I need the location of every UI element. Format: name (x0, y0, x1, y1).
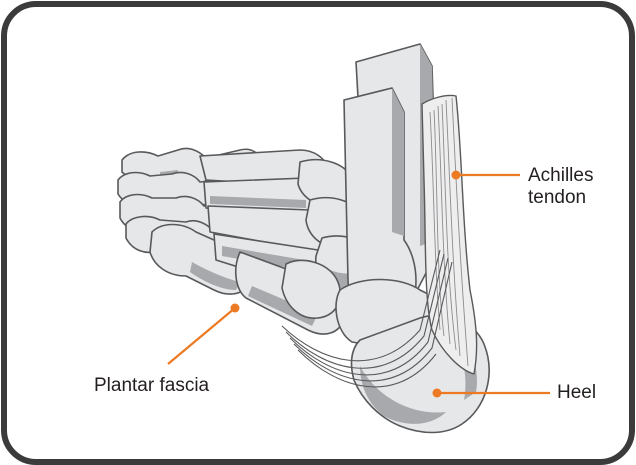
achilles-tendon-label: Achilles tendon (528, 165, 593, 209)
achilles-label-line1: Achilles (528, 165, 593, 187)
plantar-pointer-dot (231, 304, 240, 313)
plantar-fascia-label: Plantar fascia (94, 375, 209, 397)
heel-label: Heel (557, 382, 596, 404)
heel-pointer-dot (433, 389, 442, 398)
achilles-pointer-dot (452, 171, 461, 180)
achilles-label-line2: tendon (528, 187, 593, 209)
